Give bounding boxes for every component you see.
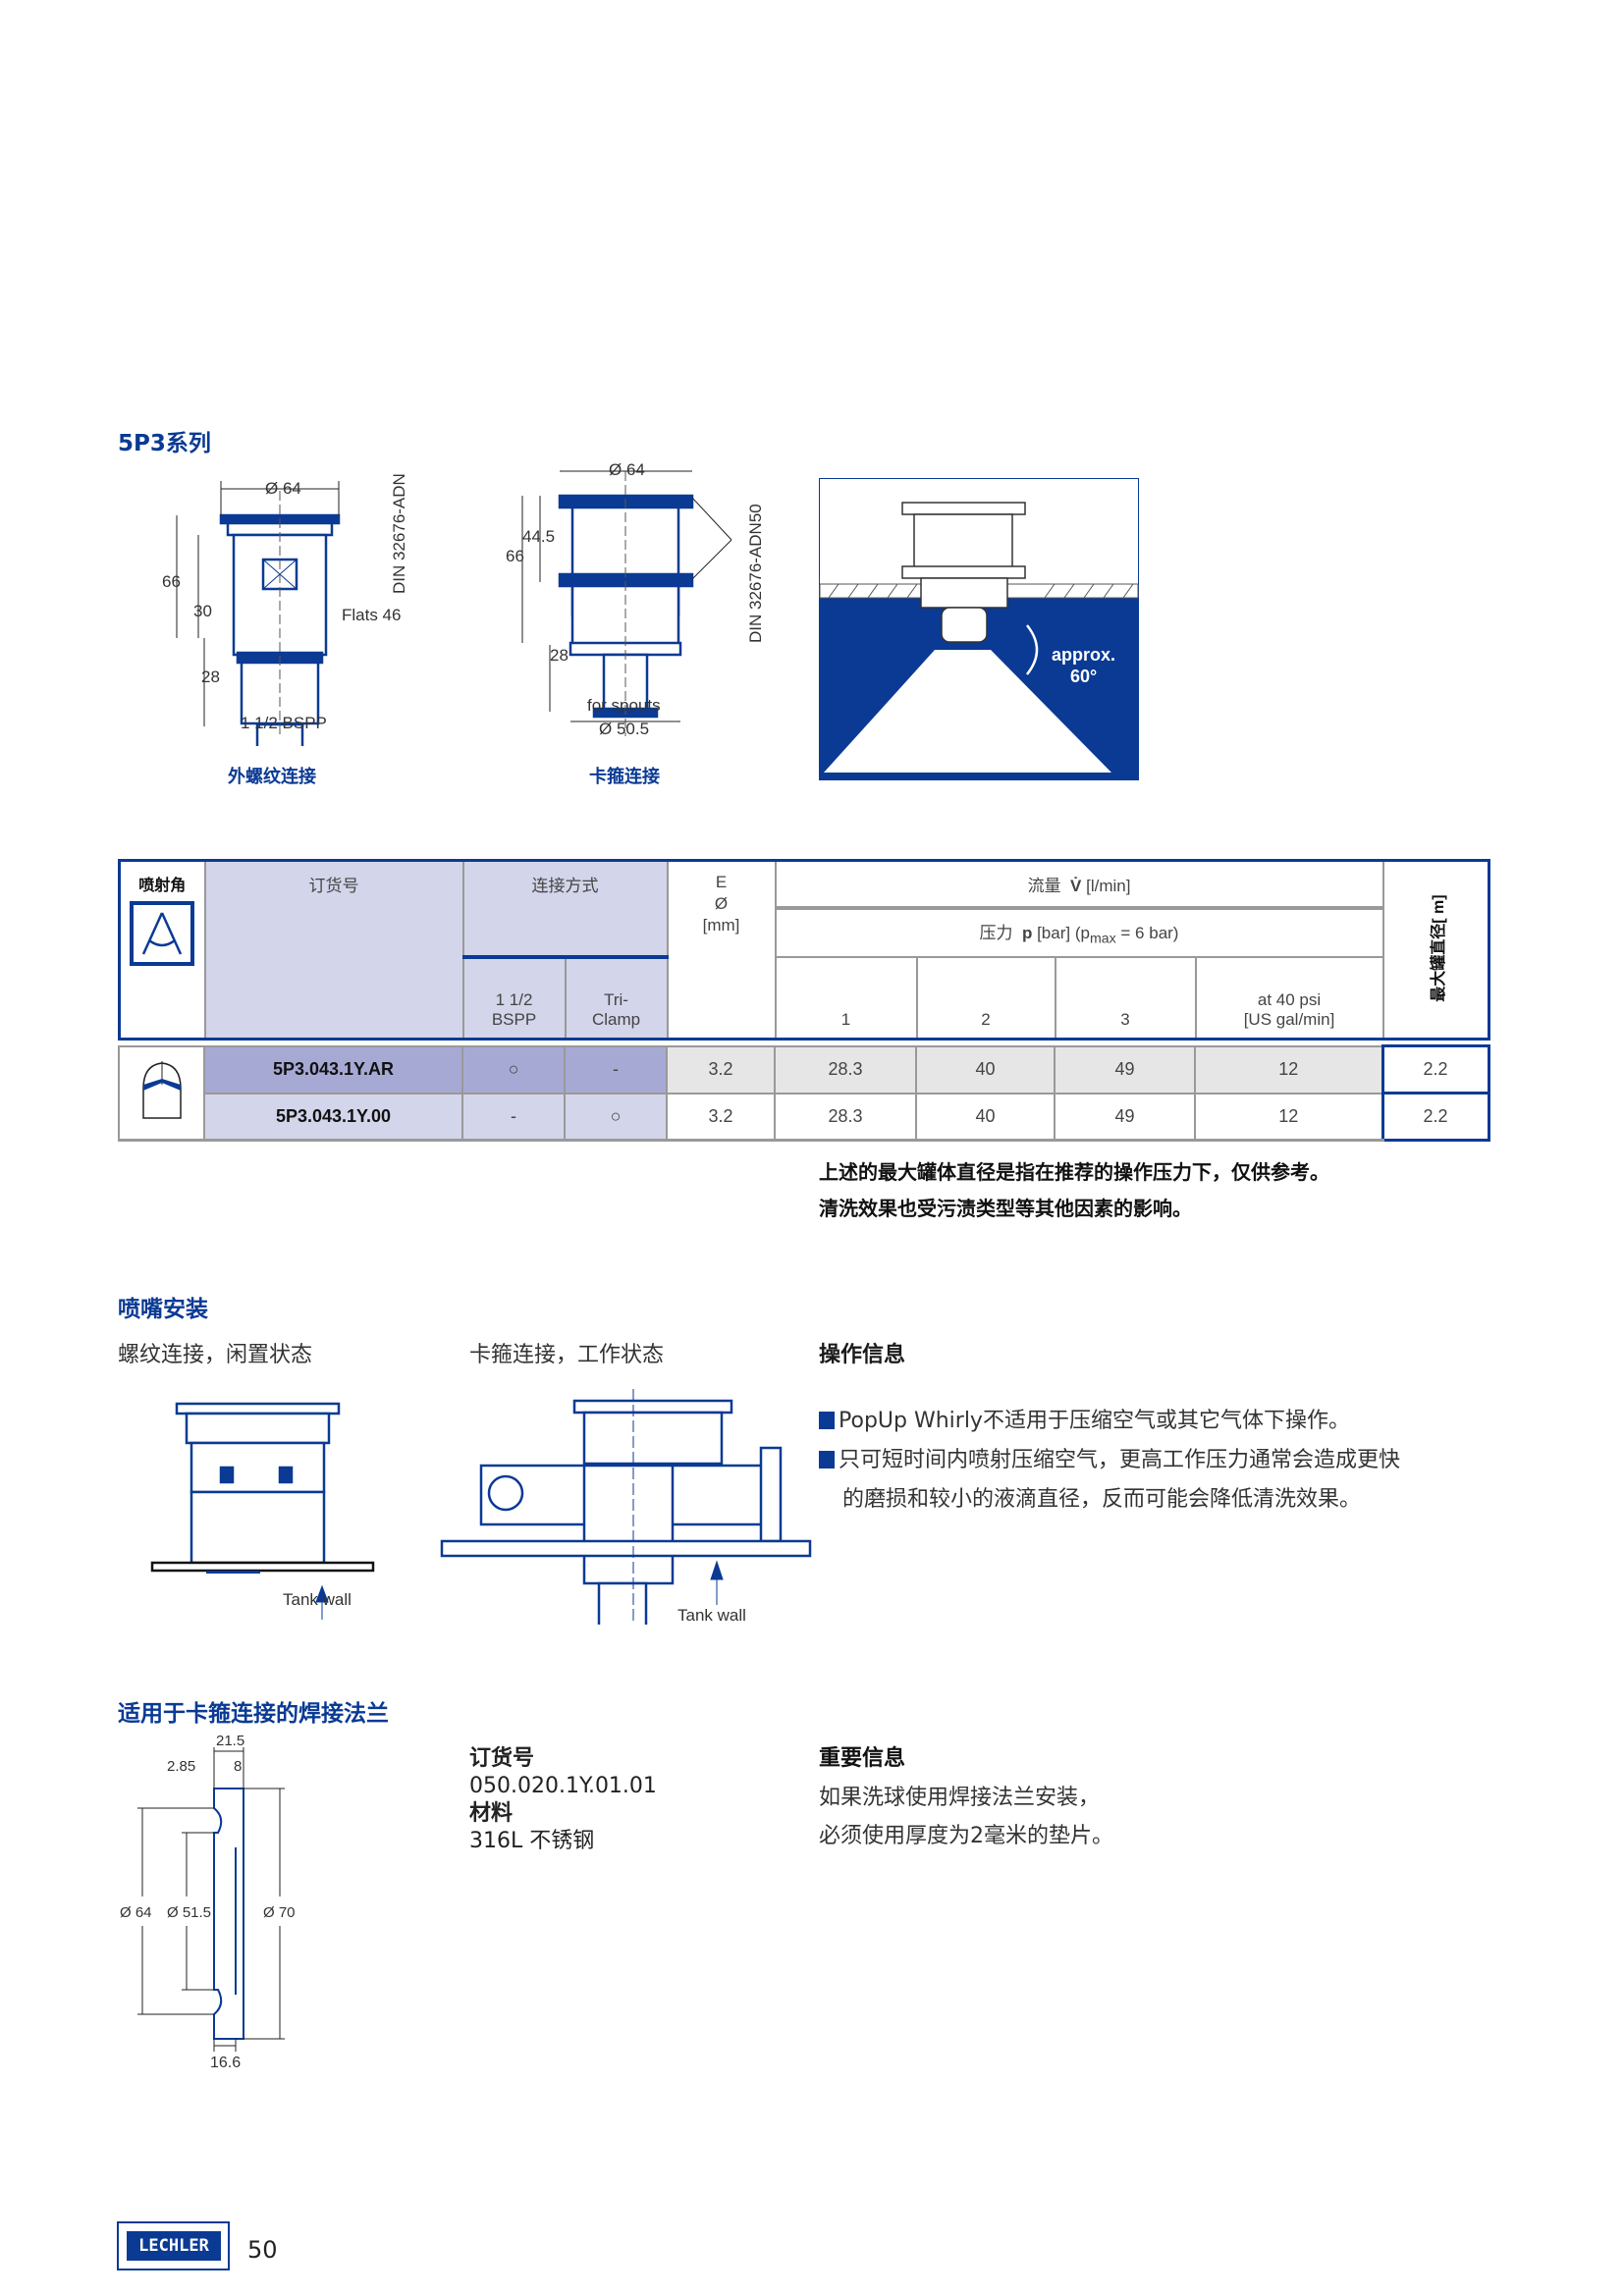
angle-label: approx. [1052, 645, 1115, 665]
dim-30: 30 [193, 602, 212, 620]
dim-din: DIN 32676-ADN [390, 473, 408, 594]
flow-3: 49 [1054, 1092, 1196, 1142]
dim-d64: Ø 64 [120, 1904, 152, 1921]
pressure-1-header: 1 [774, 955, 918, 1041]
operation-title: 操作信息 [819, 1343, 906, 1367]
flow-2: 40 [915, 1044, 1056, 1095]
spray-angle-header: 喷射角 [138, 878, 187, 894]
dim-d515: Ø 51.5 [167, 1904, 211, 1921]
thread-install-drawing: Tank wall [150, 1402, 375, 1620]
clamp-install-caption: 卡箍连接，工作状态 [469, 1343, 665, 1367]
thread-install-caption: 螺纹连接，闲置状态 [118, 1343, 313, 1367]
dim-215: 21.5 [216, 1733, 244, 1749]
spray-angle-icon [130, 901, 195, 966]
dim-445: 44.5 [522, 527, 555, 546]
list-item: 只可短时间内喷射压缩空气，更高工作压力通常会造成更快 [819, 1441, 1400, 1480]
dim-28: 28 [550, 646, 568, 665]
dim-66: 66 [162, 572, 181, 591]
clamp-nozzle-drawing: Ø 64 44.5 66 28 for spouts Ø 50.5 DIN 32… [506, 460, 765, 738]
triclamp-header: Tri-Clamp [564, 955, 669, 1041]
angle-arrow-icon [1026, 624, 1039, 675]
flow-psi: 12 [1194, 1044, 1383, 1095]
angle-value: 60° [1070, 667, 1097, 686]
dim-thread: 1 1/2 BSPP [241, 714, 327, 732]
dim-dia: Ø 64 [265, 479, 301, 498]
order-no-header: 订货号 [203, 859, 464, 1041]
pressure-3-header: 3 [1054, 955, 1197, 1041]
clamp-install-drawing: Tank wall [440, 1389, 812, 1625]
dim-din: DIN 32676-ADN50 [746, 504, 765, 643]
dim-285: 2.85 [167, 1758, 195, 1775]
flange-drawing: 21.5 2.85 8 Ø 64 Ø 51.5 Ø 70 16.6 [120, 1733, 296, 2071]
max-tank: 2.2 [1380, 1092, 1490, 1142]
flange-order-no: 050.020.1Y.01.01 [469, 1774, 657, 1798]
table-notes: 上述的最大罐体直径是指在推荐的操作压力下，仅供参考。 清洗效果也受污渍类型等其他… [819, 1160, 1329, 1220]
order-no: 5P3.043.1Y.AR [203, 1044, 463, 1095]
max-tank-header: 最大罐直径[ m] [1381, 859, 1490, 1041]
thread-caption: 外螺纹连接 [228, 767, 316, 787]
psi-header: at 40 psi[US gal/min] [1194, 955, 1384, 1041]
flow-2: 40 [915, 1092, 1056, 1142]
series-title: 5P3系列 [118, 431, 211, 456]
triclamp-mark: ○ [564, 1092, 668, 1142]
dim-28: 28 [201, 667, 220, 686]
thread-nozzle-drawing: Ø 64 66 30 28 Flats 46 1 1/2 BSPP DIN 32… [162, 473, 408, 746]
clamp-caption: 卡箍连接 [589, 767, 660, 787]
bullet-icon [819, 1412, 835, 1429]
flow-1: 28.3 [774, 1092, 917, 1142]
lechler-logo: LECHLER [117, 2221, 230, 2270]
list-item: PopUp Whirly不适用于压缩空气或其它气体下操作。 [819, 1402, 1400, 1441]
e-value: 3.2 [666, 1092, 776, 1142]
flow-psi: 12 [1194, 1092, 1383, 1142]
flow-1: 28.3 [774, 1044, 917, 1095]
max-tank: 2.2 [1380, 1044, 1490, 1095]
nozzle-type-icon [141, 1060, 182, 1119]
table-row: 5P3.043.1Y.00 - ○ 3.2 28.3 40 49 12 2.2 [119, 1092, 1490, 1142]
tank-wall-label: Tank wall [677, 1606, 746, 1625]
dim-spouts-dia: Ø 50.5 [599, 720, 649, 738]
dim-dia: Ø 64 [609, 460, 645, 479]
page-number: 50 [247, 2236, 278, 2264]
triclamp-mark: - [564, 1044, 668, 1095]
dim-166: 16.6 [210, 2055, 241, 2071]
bspp-mark: ○ [461, 1044, 566, 1095]
flow-header: 流量 V̇ [l/min] [774, 859, 1384, 910]
pressure-header: 压力 p [bar] (pmax = 6 bar) [774, 906, 1384, 958]
bullet-icon [819, 1451, 835, 1468]
flange-info: 订货号 050.020.1Y.01.01 材料 316L 不锈钢 [469, 1746, 657, 1853]
flange-title: 适用于卡箍连接的焊接法兰 [118, 1701, 389, 1727]
order-no: 5P3.043.1Y.00 [203, 1092, 463, 1142]
tank-wall-label: Tank wall [283, 1590, 352, 1609]
connection-header: 连接方式 [461, 859, 669, 959]
flow-3: 49 [1054, 1044, 1196, 1095]
dim-66: 66 [506, 547, 524, 565]
flange-material: 316L 不锈钢 [469, 1829, 595, 1853]
dim-d70: Ø 70 [263, 1904, 296, 1921]
dim-8: 8 [234, 1758, 242, 1775]
dim-flats: Flats 46 [342, 606, 401, 624]
spec-table-body: 5P3.043.1Y.AR ○ - 3.2 28.3 40 49 12 2.2 … [118, 1044, 1490, 1142]
spray-pattern-illustration: approx. 60° [819, 478, 1139, 780]
pressure-2-header: 2 [915, 955, 1056, 1041]
important-info: 重要信息 如果洗球使用焊接法兰安装， 必须使用厚度为2毫米的垫片。 [819, 1746, 1113, 1848]
bspp-mark: - [461, 1092, 566, 1142]
install-title: 喷嘴安装 [118, 1297, 208, 1322]
dim-spouts: for spouts [587, 696, 661, 715]
operation-list: PopUp Whirly不适用于压缩空气或其它气体下操作。 只可短时间内喷射压缩… [819, 1402, 1400, 1520]
e-value: 3.2 [666, 1044, 776, 1095]
list-item: 的磨损和较小的液滴直径，反而可能会降低清洗效果。 [842, 1487, 1362, 1512]
table-row: 5P3.043.1Y.AR ○ - 3.2 28.3 40 49 12 2.2 [118, 1044, 1490, 1142]
